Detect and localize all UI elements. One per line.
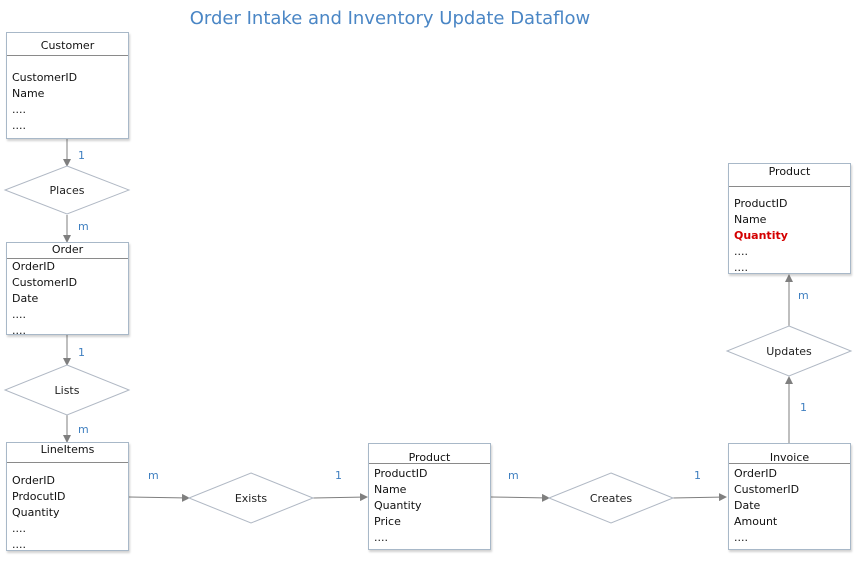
entity-lineitems: LineItems OrderID PrdocutID Quantity ...… <box>6 442 129 551</box>
entity-customer-name: Customer <box>7 33 128 56</box>
cardinality-exists-to: 1 <box>335 469 342 482</box>
entity-customer-attr: Name <box>12 87 45 100</box>
cardinality-creates-from: m <box>508 469 519 482</box>
relationship-updates-diamond <box>725 325 853 377</box>
entity-product-top-attr: ProductID <box>734 197 788 210</box>
entity-invoice-attr: OrderID <box>734 467 777 480</box>
cardinality-updates-from: 1 <box>800 401 807 414</box>
connector-exists-product <box>312 493 368 502</box>
entity-product-top-name: Product <box>729 164 850 187</box>
entity-invoice-attr: Amount <box>734 515 778 528</box>
connector-creates-invoice <box>671 493 727 502</box>
diagram-title: Order Intake and Inventory Update Datafl… <box>189 8 591 29</box>
relationship-updates-label: Updates <box>766 345 812 358</box>
cardinality-places-from: 1 <box>78 149 85 162</box>
entity-invoice-attr: .... <box>734 531 748 544</box>
entity-invoice: Invoice OrderID CustomerID Date Amount .… <box>728 443 851 550</box>
relationship-creates-label: Creates <box>589 492 633 505</box>
entity-product-middle-attr: Name <box>374 483 407 496</box>
entity-order-name: Order <box>7 243 128 259</box>
entity-product-middle-attr: ProductID <box>374 467 428 480</box>
entity-lineitems-attr: .... <box>12 522 26 535</box>
entity-order-attr: Date <box>12 292 39 305</box>
cardinality-places-to: m <box>78 220 89 233</box>
entity-order: Order OrderID CustomerID Date .... .... <box>6 242 129 337</box>
entity-customer-attr: CustomerID <box>12 71 78 84</box>
entity-product-middle-name: Product <box>369 444 490 464</box>
entity-product-top: Product ProductID Name Quantity .... ...… <box>728 163 851 274</box>
relationship-creates-diamond <box>547 472 675 524</box>
entity-lineitems-attr: PrdocutID <box>12 490 66 503</box>
entity-product-middle-attr: .... <box>374 531 388 544</box>
cardinality-creates-to: 1 <box>694 469 701 482</box>
entity-order-attr: OrderID <box>12 260 55 273</box>
entity-customer-attr: .... <box>12 119 26 132</box>
entity-product-top-attr: Name <box>734 213 767 226</box>
connector-product-creates <box>490 493 550 502</box>
entity-invoice-attr: Date <box>734 499 761 512</box>
entity-lineitems-attr: OrderID <box>12 474 55 487</box>
entity-product-middle-attr: Quantity <box>374 499 422 512</box>
entity-invoice-attr: CustomerID <box>734 483 800 496</box>
entity-lineitems-attr: Quantity <box>12 506 60 519</box>
entity-product-middle-attr: Price <box>374 515 401 528</box>
cardinality-lists-to: m <box>78 423 89 436</box>
entity-product-top-attr: .... <box>734 261 748 274</box>
cardinality-lists-from: 1 <box>78 346 85 359</box>
entity-invoice-name: Invoice <box>729 444 850 464</box>
cardinality-exists-from: m <box>148 469 159 482</box>
entity-lineitems-attr: .... <box>12 538 26 551</box>
entity-product-middle: Product ProductID Name Quantity Price ..… <box>368 443 491 550</box>
relationship-places-label: Places <box>49 184 85 197</box>
entity-order-attr: .... <box>12 308 26 321</box>
cardinality-updates-to: m <box>798 289 809 302</box>
entity-customer-attr: .... <box>12 103 26 116</box>
relationship-exists-label: Exists <box>234 492 268 505</box>
connector-lineitems-exists <box>128 493 190 502</box>
entity-customer: Customer CustomerID Name .... .... <box>6 32 129 139</box>
relationship-places-diamond <box>3 165 131 215</box>
relationship-exists-diamond <box>187 472 315 524</box>
entity-lineitems-name: LineItems <box>7 443 128 463</box>
entity-order-attr: .... <box>12 324 26 337</box>
relationship-lists-diamond <box>3 364 131 416</box>
entity-order-attr: CustomerID <box>12 276 78 289</box>
relationship-lists-label: Lists <box>54 384 80 397</box>
entity-product-top-attr-highlighted: Quantity <box>734 229 788 242</box>
entity-product-top-attr: .... <box>734 245 748 258</box>
